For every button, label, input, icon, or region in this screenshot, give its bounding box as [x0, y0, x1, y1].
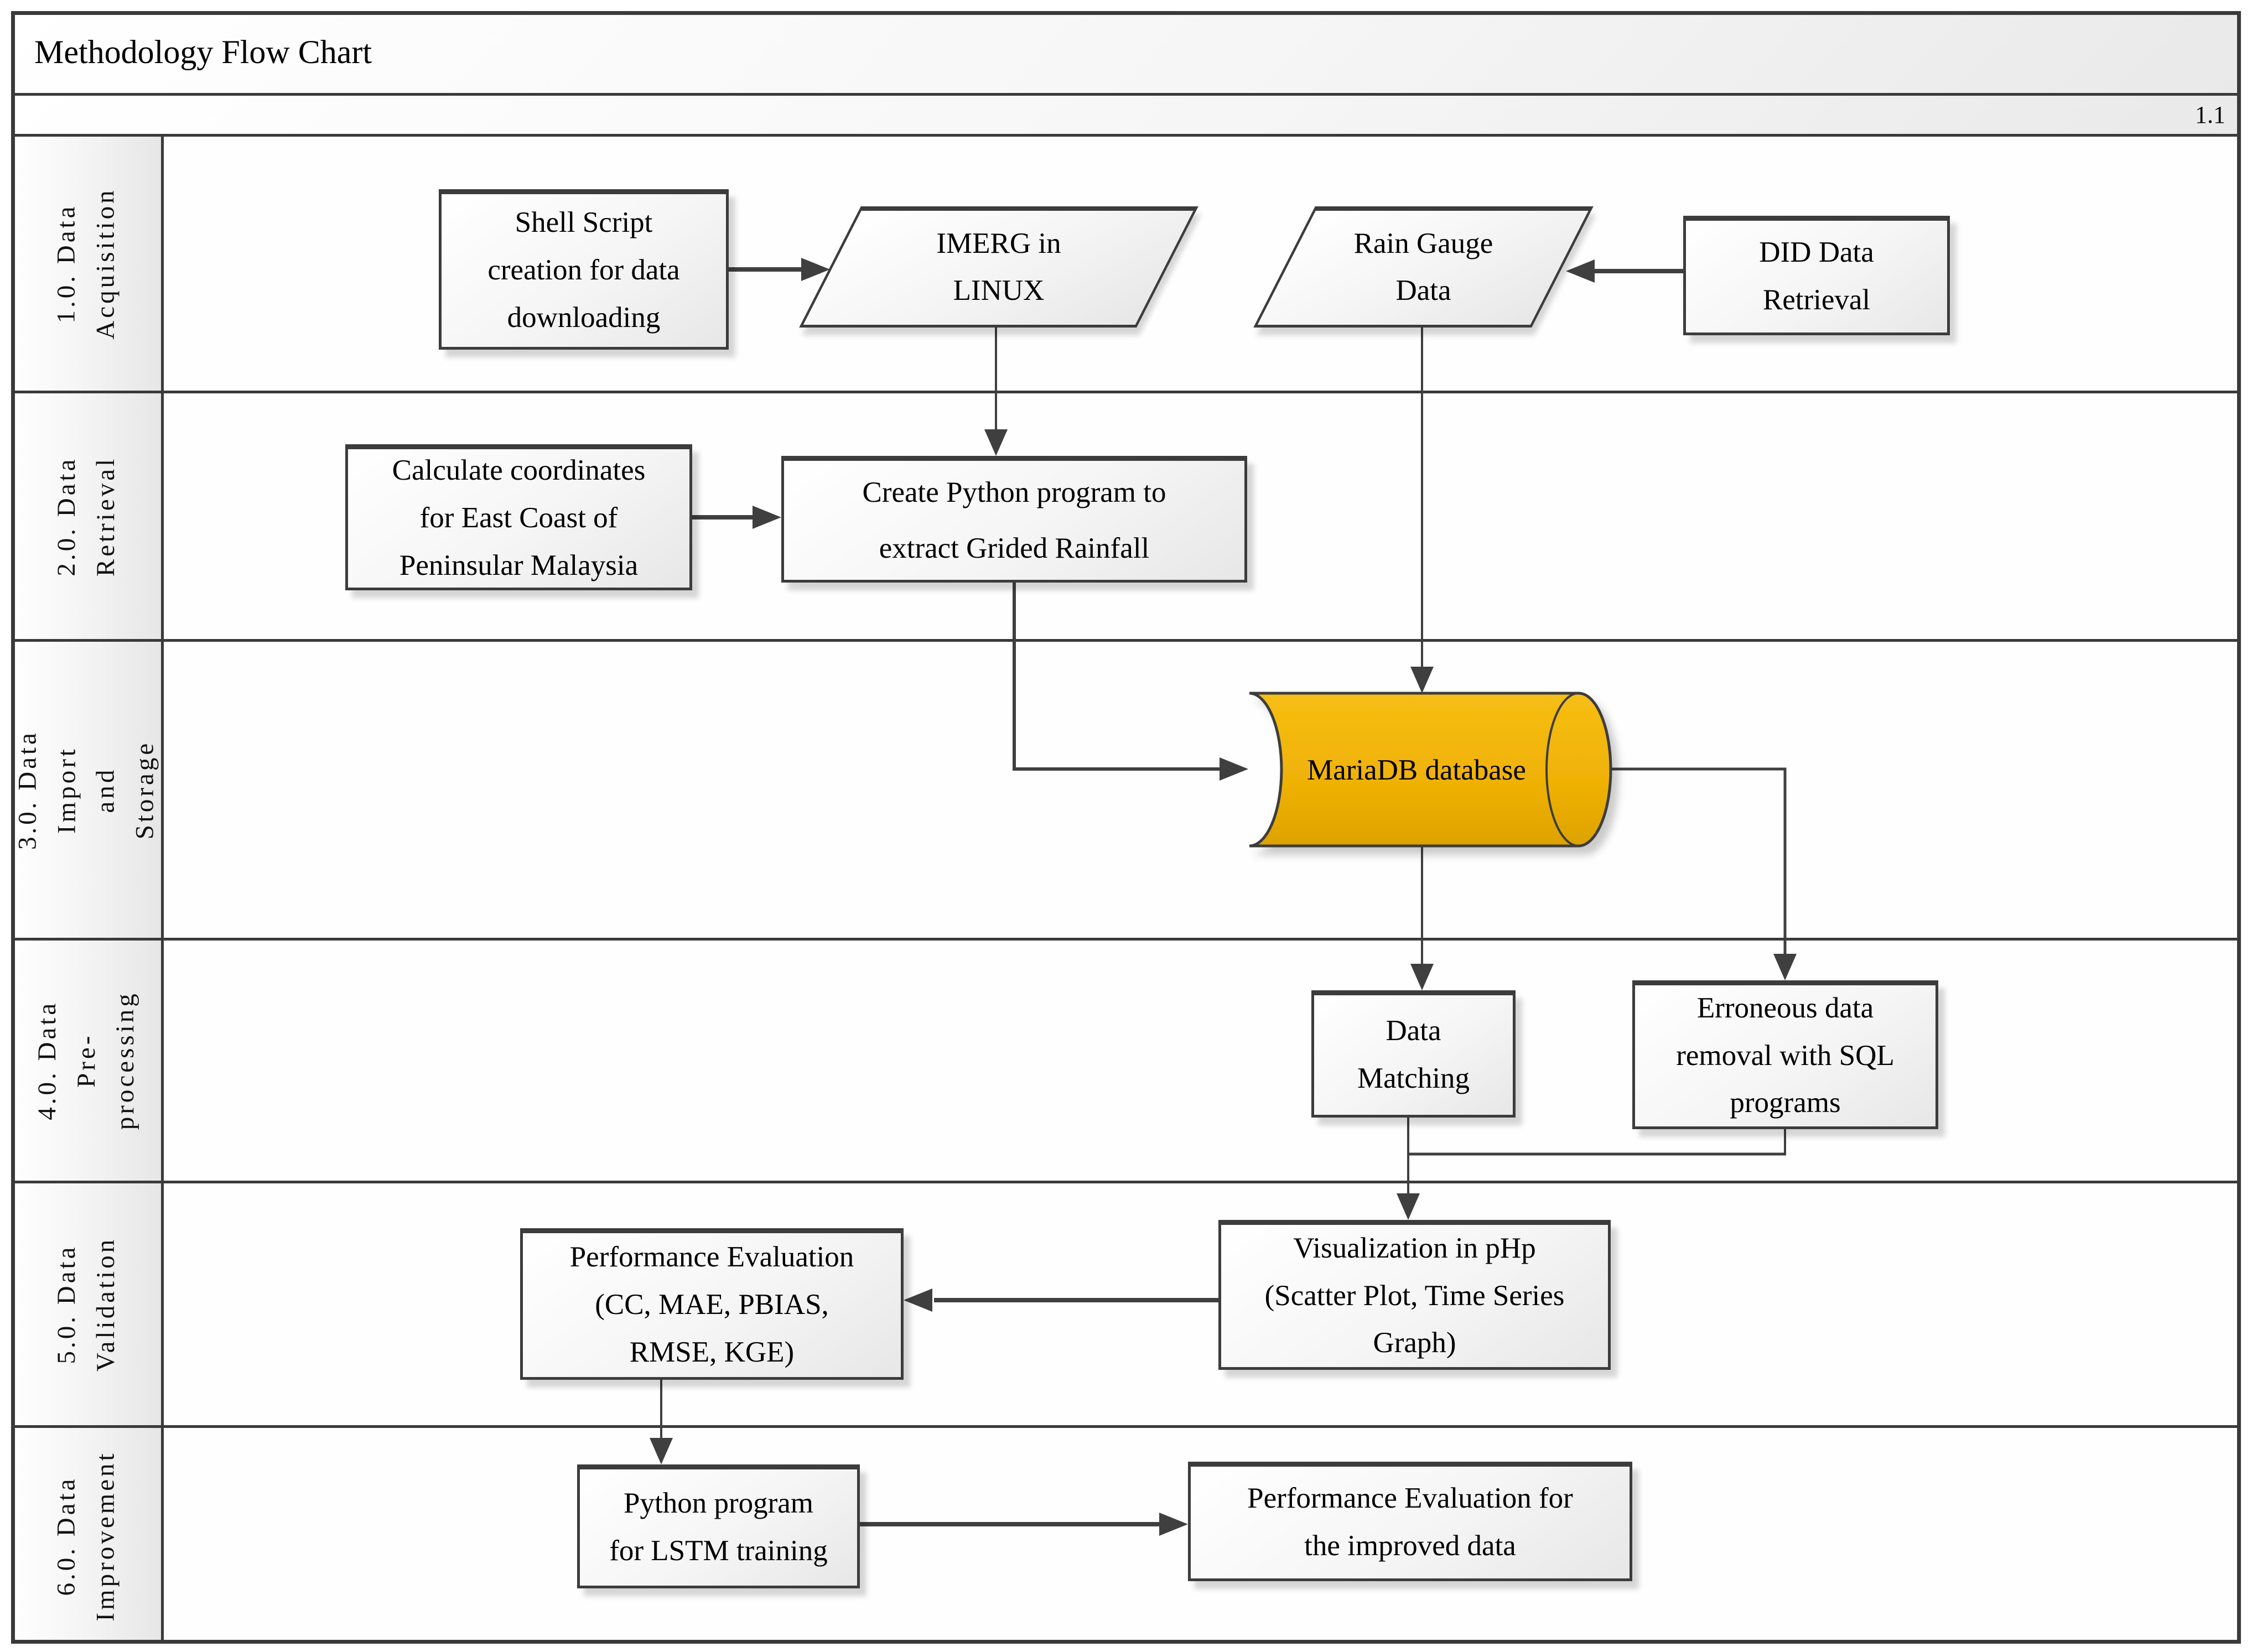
- arrowhead-into-erroneous: [1773, 954, 1797, 980]
- lane-5-header: 5.0. Data Validation: [11, 1183, 164, 1425]
- lane-3-data-import-storage: 3.0. Data Import and Storage: [11, 642, 2241, 941]
- node-create-python-program: Create Python program to extract Grided …: [781, 456, 1247, 583]
- page-title: Methodology Flow Chart: [34, 33, 372, 70]
- arrowhead-into-lstm: [650, 1438, 673, 1464]
- node-label: IMERG in LINUX: [936, 227, 1061, 306]
- arrowhead-into-perfeval: [904, 1289, 932, 1312]
- lane-2-header: 2.0. Data Retrieval: [11, 393, 164, 639]
- revision-number: 1.1: [2195, 101, 2225, 128]
- node-visualization-php: Visualization in pHp (Scatter Plot, Time…: [1218, 1220, 1611, 1370]
- node-data-matching: Data Matching: [1311, 990, 1516, 1118]
- revision-bar: 1.1: [11, 96, 2241, 137]
- lane-3-header: 3.0. Data Import and Storage: [11, 642, 164, 938]
- edge-python-to-mariadb: [1013, 583, 1224, 771]
- node-perf-eval-improved: Performance Evaluation for the improved …: [1188, 1462, 1632, 1581]
- arrowhead-into-mariadb-left: [1220, 757, 1248, 781]
- node-python-lstm-training: Python program for LSTM training: [577, 1464, 860, 1588]
- node-performance-evaluation: Performance Evaluation (CC, MAE, PBIAS, …: [520, 1228, 904, 1380]
- lane-5-data-validation: 5.0. Data Validation: [11, 1183, 2241, 1428]
- arrowhead-into-matching: [1410, 964, 1434, 990]
- node-calc-coordinates: Calculate coordinates for East Coast of …: [345, 444, 692, 590]
- arrowhead-into-mariadb-top: [1410, 667, 1434, 693]
- lane-1-header: 1.0. Data Acquisition: [11, 137, 164, 391]
- arrowhead-into-visualization: [1397, 1193, 1420, 1220]
- node-rain-gauge-data: Rain Gauge Data: [1253, 206, 1594, 328]
- edge-mariadb-to-erroneous: [1609, 767, 1787, 957]
- chart-title-bar: Methodology Flow Chart: [11, 11, 2241, 96]
- lane-6-data-improvement: 6.0. Data Improvement: [11, 1428, 2241, 1644]
- arrowhead-into-python-left: [753, 506, 781, 529]
- node-label: Rain Gauge Data: [1353, 227, 1493, 306]
- node-did-data-retrieval: DID Data Retrieval: [1683, 216, 1950, 335]
- lane-4-header: 4.0. Data Pre-processing: [11, 941, 164, 1181]
- arrowhead-into-improved: [1159, 1513, 1188, 1536]
- lane-6-header: 6.0. Data Improvement: [11, 1428, 164, 1644]
- mariadb-cylinder-cap-arc: [1545, 692, 1579, 847]
- arrowhead-into-python: [984, 429, 1008, 456]
- node-imerg-linux: IMERG in LINUX: [799, 206, 1198, 328]
- node-erroneous-data-removal: Erroneous data removal with SQL programs: [1632, 980, 1938, 1129]
- node-mariadb-database: MariaDB database: [1307, 754, 1526, 786]
- arrowhead-into-raingauge: [1566, 259, 1595, 283]
- node-shell-script: Shell Script creation for data downloadi…: [439, 189, 729, 350]
- arrowhead-into-imerg: [801, 258, 830, 281]
